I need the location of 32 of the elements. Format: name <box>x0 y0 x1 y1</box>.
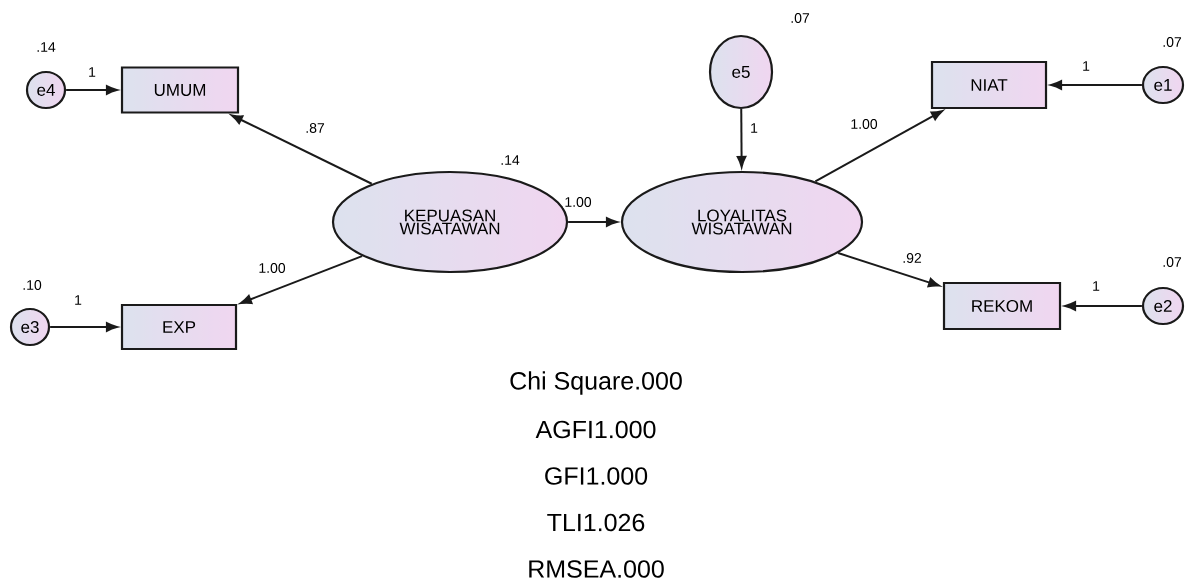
fit-statistic: RMSEA.000 <box>529 560 664 578</box>
observed-variable-box: REKOM <box>942 281 1062 331</box>
arrow <box>49 322 118 332</box>
edge-label: .92 <box>903 253 922 263</box>
variance-label: .10 <box>23 280 42 290</box>
variance-label: .07 <box>791 13 810 23</box>
observed-variable-box: EXP <box>120 303 238 351</box>
observed-variable-box: NIAT <box>930 60 1048 110</box>
edge-label: .87 <box>306 123 325 133</box>
observed-variable-box: UMUM <box>120 66 240 114</box>
edge-label: 1 <box>1083 61 1090 71</box>
fit-statistic: Chi Square.000 <box>510 371 682 395</box>
arrow <box>1050 80 1143 90</box>
fit-statistic: AGFI1.000 <box>535 420 656 439</box>
edge-label: 1.00 <box>851 119 878 129</box>
edge-label: 1 <box>1093 281 1100 291</box>
edge-label: 1 <box>751 123 758 133</box>
arrow <box>1064 301 1143 311</box>
arrow <box>231 114 373 185</box>
variance-label: .07 <box>1163 257 1182 267</box>
arrow <box>814 110 943 183</box>
arrow <box>837 252 940 288</box>
variance-label: .14 <box>501 155 520 165</box>
edge-label: 1 <box>75 295 82 305</box>
arrow <box>736 108 747 168</box>
edge-label: 1 <box>89 67 96 77</box>
arrow <box>567 217 618 227</box>
fit-statistic: GFI1.000 <box>545 467 648 485</box>
variance-label: .07 <box>1163 37 1182 47</box>
fit-statistic: TLI1.026 <box>547 513 645 532</box>
arrow <box>65 85 118 95</box>
variance-label: .14 <box>37 42 56 52</box>
